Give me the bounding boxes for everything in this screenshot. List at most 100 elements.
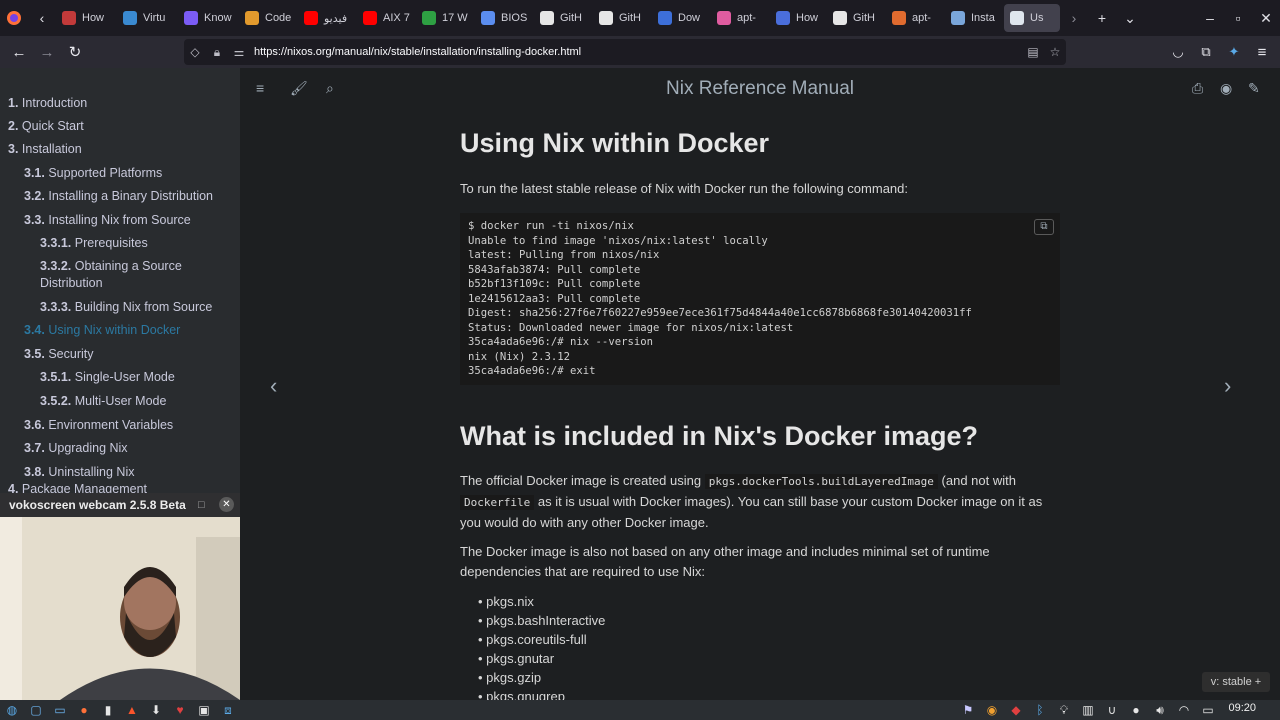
- browser-tab[interactable]: 17 W: [416, 4, 474, 32]
- forward-icon[interactable]: →: [39, 43, 55, 61]
- brave-icon[interactable]: ▲: [126, 703, 138, 717]
- tab-list-left-icon[interactable]: ‹: [39, 10, 45, 26]
- lightbulb-icon[interactable]: 💡︎: [1059, 702, 1069, 717]
- sidebar-item-label: Introduction: [21, 96, 88, 110]
- reload-icon[interactable]: ↻: [68, 44, 82, 61]
- user-icon[interactable]: ●: [1132, 703, 1140, 717]
- tray-red-icon[interactable]: ◆: [1011, 703, 1021, 717]
- lock-icon[interactable]: 🔒︎: [213, 44, 221, 59]
- browser-tab[interactable]: AIX 7: [357, 4, 415, 32]
- sidebar-item[interactable]: 3.7. Upgrading Nix: [24, 440, 128, 457]
- package-name: pkgs.nix: [486, 594, 534, 609]
- browser-tab[interactable]: Know: [178, 4, 238, 32]
- webcam-window-title: vokoscreen webcam 2.5.8 Beta □ ✕: [0, 493, 240, 517]
- browser-tab[interactable]: GitH: [593, 4, 651, 32]
- back-icon[interactable]: ←: [11, 43, 27, 61]
- browser-tab[interactable]: GitH: [534, 4, 592, 32]
- toggle-sidebar-icon[interactable]: ≡: [256, 80, 265, 96]
- browser-tab[interactable]: Us: [1004, 4, 1060, 32]
- sidebar-item[interactable]: 3.2. Installing a Binary Distribution: [24, 188, 213, 205]
- sidebar-item[interactable]: 3. Installation: [8, 141, 82, 158]
- flag-us-icon[interactable]: ⚑: [962, 703, 974, 717]
- browser-tab[interactable]: How: [56, 4, 116, 32]
- webcam-close-icon[interactable]: ✕: [219, 497, 234, 512]
- terminal-icon[interactable]: ▮: [104, 703, 112, 717]
- tab-label: GitH: [853, 12, 875, 24]
- browser-tab[interactable]: How: [770, 4, 826, 32]
- list-item: • pkgs.nix: [478, 592, 611, 611]
- extensions-icon[interactable]: ⧉: [1201, 44, 1211, 59]
- version-selector[interactable]: v: stable +: [1202, 672, 1270, 692]
- copy-icon[interactable]: ⧉: [1034, 219, 1054, 235]
- app-launcher-icon[interactable]: ◍: [6, 703, 18, 717]
- browser-tab[interactable]: apt-: [711, 4, 769, 32]
- vokoscreen-icon[interactable]: ♥: [176, 703, 184, 717]
- sidebar-item-number: 3.3.2.: [40, 259, 72, 273]
- sidebar-item[interactable]: 1. Introduction: [8, 95, 87, 112]
- list-all-tabs-icon[interactable]: ⌄: [1124, 9, 1136, 26]
- next-page-arrow-icon[interactable]: ›: [1224, 373, 1232, 398]
- sidebar-item[interactable]: 3.5.1. Single-User Mode: [40, 369, 175, 386]
- search-icon[interactable]: ⌕: [326, 80, 334, 96]
- sidebar-item[interactable]: 3.3. Installing Nix from Source: [24, 212, 191, 229]
- webcam-restore-icon[interactable]: □: [198, 499, 205, 511]
- virtual-desktop-icon[interactable]: ⧈: [224, 702, 232, 717]
- tray-app-icon[interactable]: ◉: [986, 703, 998, 717]
- code-line: Digest: sha256:27f6e7f60227e959ee7ece361…: [468, 307, 972, 319]
- minimize-icon[interactable]: –: [1206, 10, 1214, 26]
- browser-tab[interactable]: Insta: [945, 4, 1003, 32]
- pocket-icon[interactable]: ◡: [1172, 44, 1184, 59]
- battery-icon[interactable]: ▭: [1202, 703, 1214, 717]
- tab-scroll-right-icon[interactable]: ›: [1071, 10, 1077, 26]
- permissions-icon[interactable]: ⚌: [233, 45, 245, 59]
- browser-tab[interactable]: apt-: [886, 4, 944, 32]
- screenshot-icon[interactable]: ▣: [198, 703, 210, 717]
- sidebar-item-label: Security: [48, 347, 94, 361]
- sidebar-item[interactable]: 3.6. Environment Variables: [24, 417, 173, 434]
- bookmark-star-icon[interactable]: ☆: [1049, 45, 1061, 59]
- shield-icon[interactable]: ◇: [190, 45, 200, 59]
- downloads-icon[interactable]: ⬇: [150, 703, 162, 717]
- url-bar[interactable]: ◇ 🔒︎ ⚌ https://nixos.org/manual/nix/stab…: [184, 39, 1066, 65]
- print-icon[interactable]: ⎙: [1192, 80, 1204, 96]
- wifi-icon[interactable]: ◠: [1178, 703, 1190, 717]
- kde-connect-icon[interactable]: ∪: [1107, 703, 1117, 717]
- sidebar-item[interactable]: 2. Quick Start: [8, 118, 84, 135]
- sidebar-item[interactable]: 3.3.1. Prerequisites: [40, 235, 148, 252]
- browser-tab[interactable]: BIOS: [475, 4, 533, 32]
- reader-view-icon[interactable]: ▤: [1027, 45, 1039, 59]
- dolphin-icon[interactable]: ▢: [30, 703, 42, 717]
- sidebar-item[interactable]: Distribution: [40, 275, 103, 292]
- app-menu-icon[interactable]: ≡: [1257, 43, 1267, 61]
- account-icon[interactable]: ✦: [1228, 44, 1240, 59]
- browser-tab[interactable]: Code: [239, 4, 297, 32]
- sidebar-item[interactable]: 3.4. Using Nix within Docker: [24, 322, 180, 339]
- sidebar-item[interactable]: 3.5. Security: [24, 346, 94, 363]
- taskbar: ◍ ▢ ▭ ● ▮ ▲ ⬇ ♥ ▣ ⧈ ⚑ ◉ ◆ ᛒ 💡︎ ▥ ∪ ● 🔊︎ …: [0, 700, 1280, 720]
- firefox-icon[interactable]: [0, 4, 28, 32]
- github-icon[interactable]: ◉: [1220, 80, 1233, 96]
- clipboard-icon[interactable]: ▥: [1082, 703, 1094, 717]
- sidebar-item[interactable]: 3.3.3. Building Nix from Source: [40, 299, 212, 316]
- volume-icon[interactable]: 🔊︎: [1156, 702, 1164, 717]
- files-icon[interactable]: ▭: [54, 703, 66, 717]
- bluetooth-icon[interactable]: ᛒ: [1036, 703, 1044, 717]
- browser-tab[interactable]: فيديو: [298, 4, 356, 32]
- edit-icon[interactable]: ✎: [1248, 80, 1260, 96]
- browser-tab[interactable]: Virtu: [117, 4, 177, 32]
- previous-page-arrow-icon[interactable]: ‹: [270, 373, 278, 398]
- firefox-taskbar-icon[interactable]: ●: [80, 703, 88, 717]
- sidebar-item[interactable]: 4. Package Management: [8, 481, 147, 498]
- sidebar-item[interactable]: 3.1. Supported Platforms: [24, 165, 162, 182]
- close-window-icon[interactable]: ✕: [1260, 9, 1272, 26]
- sidebar-item[interactable]: 3.8. Uninstalling Nix: [24, 464, 135, 481]
- sidebar-item[interactable]: 3.5.2. Multi-User Mode: [40, 393, 166, 410]
- browser-tab[interactable]: GitH: [827, 4, 885, 32]
- url-text[interactable]: https://nixos.org/manual/nix/stable/inst…: [254, 46, 582, 58]
- new-tab-icon[interactable]: +: [1097, 10, 1107, 26]
- sidebar-item[interactable]: 3.3.2. Obtaining a Source: [40, 258, 182, 275]
- maximize-icon[interactable]: ▫: [1235, 10, 1241, 26]
- bullet: •: [478, 689, 487, 700]
- browser-tab[interactable]: Dow: [652, 4, 710, 32]
- theme-brush-icon[interactable]: 🖌︎: [290, 80, 308, 96]
